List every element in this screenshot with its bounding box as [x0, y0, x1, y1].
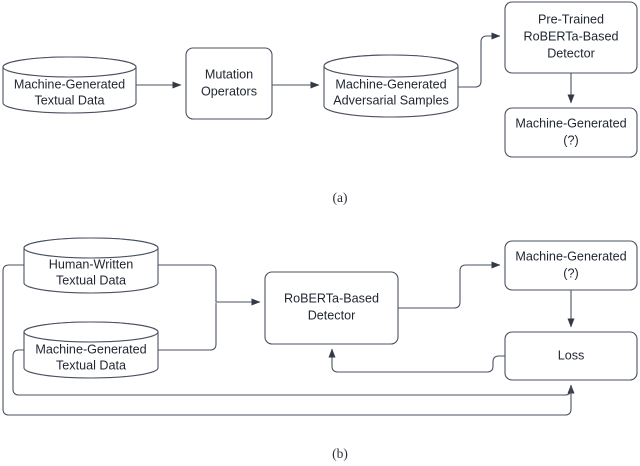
- node-label-line-2: Operators: [201, 84, 257, 98]
- edge-detector-to-prediction: [398, 261, 501, 309]
- edge-loss-to-detector-feedback: [328, 348, 505, 373]
- node-label-line-2: (?): [563, 133, 578, 147]
- node-label-line-1: Machine-Generated: [14, 77, 125, 91]
- panel-b-caption: (b): [332, 446, 348, 461]
- node-label-line-2: RoBERTa-Based: [524, 29, 619, 43]
- node-label-line-2: Textual Data: [34, 93, 104, 107]
- panel-a: Machine-Generated Textual Data Mutation …: [2, 1, 638, 205]
- node-label-line-1: Machine-Generated: [515, 116, 626, 130]
- roberta-based-detector-box[interactable]: RoBERTa-Based Detector: [264, 271, 399, 345]
- node-label-line-1: RoBERTa-Based: [284, 291, 379, 305]
- edge-machine-data-to-loss-feedback: [12, 349, 575, 396]
- node-label-line-1: Pre-Trained: [538, 12, 604, 26]
- node-label-line-2: (?): [563, 266, 578, 280]
- node-label-line-2: Adversarial Samples: [333, 93, 449, 107]
- node-label-line-1: Machine-Generated: [35, 342, 146, 356]
- node-label-line-1: Machine-Generated: [515, 249, 626, 263]
- machine-generated-question-box[interactable]: Machine-Generated (?): [504, 107, 638, 158]
- machine-generated-question-box-b[interactable]: Machine-Generated (?): [504, 240, 638, 291]
- node-label-line-3: Detector: [547, 46, 595, 60]
- human-written-textual-data-cylinder[interactable]: Human-Written Textual Data: [23, 237, 159, 294]
- mutation-operators-box[interactable]: Mutation Operators: [185, 47, 273, 120]
- edge-machine-data-to-detector: [158, 303, 217, 351]
- machine-generated-textual-data-cylinder-b[interactable]: Machine-Generated Textual Data: [23, 321, 159, 379]
- machine-generated-textual-data-cylinder[interactable]: Machine-Generated Textual Data: [2, 56, 137, 114]
- edge-adversarial-to-detector: [458, 32, 501, 88]
- machine-generated-adversarial-samples-cylinder[interactable]: Machine-Generated Adversarial Samples: [323, 54, 459, 118]
- edge-human-data-to-loss-feedback: [2, 264, 572, 416]
- node-label-line-2: Textual Data: [56, 273, 126, 287]
- panel-a-caption: (a): [333, 190, 348, 205]
- node-label-line-1: Machine-Generated: [335, 77, 446, 91]
- node-label-line-1: Human-Written: [49, 257, 133, 271]
- loss-box[interactable]: Loss: [504, 331, 638, 381]
- panel-b: Human-Written Textual Data Machine-Gener…: [2, 237, 638, 461]
- node-label-line-2: Detector: [308, 308, 356, 322]
- node-label-line-1: Loss: [558, 348, 585, 362]
- node-label-line-2: Textual Data: [56, 358, 126, 372]
- edge-human-data-to-detector: [158, 264, 261, 306]
- node-label-line-1: Mutation: [205, 67, 253, 81]
- pre-trained-roberta-based-detector-box[interactable]: Pre-Trained RoBERTa-Based Detector: [504, 1, 638, 74]
